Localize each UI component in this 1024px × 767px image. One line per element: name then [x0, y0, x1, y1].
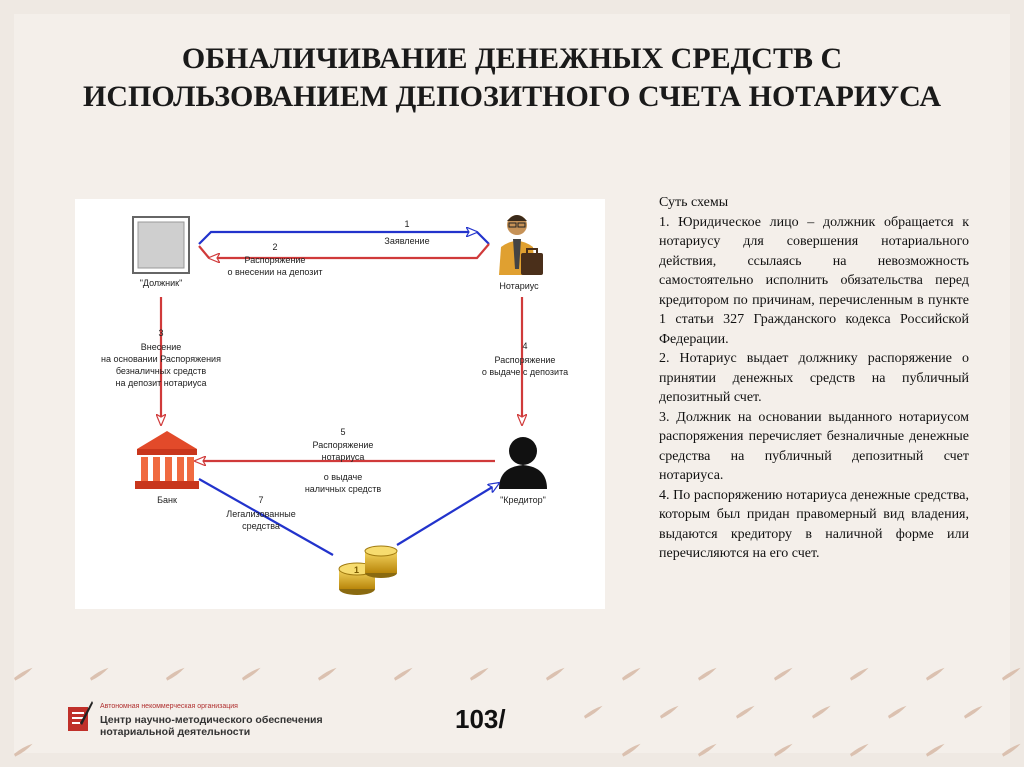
feather-decoration: [964, 705, 983, 719]
node-debtor-label: "Должник": [140, 278, 183, 288]
description-heading: Суть схемы: [659, 195, 729, 210]
bank-icon: [135, 431, 199, 489]
step-5-line4: наличных средств: [305, 484, 382, 494]
step-7-line1: Легализованные: [226, 509, 295, 519]
feather-decoration: [622, 743, 641, 757]
feather-decoration: [660, 705, 679, 719]
description-item-2: 2. Нотариус выдает должнику распоряжение…: [659, 351, 969, 405]
arrow-2: [209, 243, 490, 258]
step-5-line1: Распоряжение: [313, 440, 374, 450]
feather-decoration: [90, 667, 109, 681]
feather-decoration: [850, 667, 869, 681]
debtor-icon: [132, 216, 190, 274]
slide-title: ОБНАЛИЧИВАНИЕ ДЕНЕЖНЫХ СРЕДСТВ С ИСПОЛЬЗ…: [82, 42, 941, 113]
step-4-line2: о выдаче с депозита: [482, 367, 568, 377]
step-5-num: 5: [340, 427, 345, 437]
feather-decoration: [698, 743, 717, 757]
feather-decoration: [698, 667, 717, 681]
feather-decoration: [14, 667, 33, 681]
creditor-icon: [499, 437, 547, 489]
step-3-line1: Внесение: [141, 342, 182, 352]
scheme-description: Суть схемы 1. Юридическое лицо – должник…: [659, 193, 969, 564]
org-name-line2: нотариальной деятельности: [100, 726, 251, 738]
arrow-coins-to-creditor: [396, 483, 499, 546]
page-number: 103/: [455, 704, 506, 734]
feather-decoration: [166, 667, 185, 681]
feather-decoration: [14, 743, 33, 757]
feather-decoration: [1002, 743, 1021, 757]
step-2-num: 2: [272, 242, 277, 252]
arrow-7: [198, 478, 334, 556]
step-5-line2: нотариуса: [322, 452, 365, 462]
step-2-line1: Распоряжение: [245, 255, 306, 265]
org-type: Автономная некоммерческая организация: [100, 703, 238, 710]
org-name: Центр научно-методического обеспечения н…: [100, 714, 340, 738]
node-bank-label: Банк: [157, 495, 177, 505]
feather-decoration: [850, 743, 869, 757]
step-5-line3: о выдаче: [324, 472, 363, 482]
feather-decoration: [584, 705, 603, 719]
step-3-num: 3: [158, 328, 163, 338]
feather-decoration: [546, 667, 565, 681]
feather-decoration: [888, 705, 907, 719]
feather-decoration: [926, 743, 945, 757]
feather-pattern: [14, 667, 1021, 757]
step-7-num: 7: [258, 495, 263, 505]
feather-decoration: [926, 667, 945, 681]
description-item-3: 3. Должник на основании выданного нотари…: [659, 409, 969, 484]
scheme-diagram: "Должник" Нотариус Банк: [75, 199, 605, 609]
description-item-1: 1. Юридическое лицо – должник обращается…: [659, 214, 969, 347]
org-logo-icon: [68, 701, 93, 731]
feather-decoration: [774, 743, 793, 757]
org-name-line1: Центр научно-методического обеспечения: [100, 714, 323, 726]
step-3-line3: безналичных средств: [116, 366, 207, 376]
step-7-line2: средства: [242, 521, 280, 531]
step-2-line2: о внесении на депозит: [227, 267, 322, 277]
step-3-line2: на основании Распоряжения: [101, 354, 221, 364]
feather-decoration: [622, 667, 641, 681]
feather-decoration: [318, 667, 337, 681]
node-notary-label: Нотариус: [499, 281, 539, 291]
svg-text:1: 1: [354, 565, 359, 575]
feather-decoration: [394, 667, 413, 681]
feather-decoration: [1002, 667, 1021, 681]
feather-decoration: [774, 667, 793, 681]
feather-decoration: [812, 705, 831, 719]
scheme-svg: "Должник" Нотариус Банк: [101, 215, 568, 595]
coins-icon: 1: [338, 545, 398, 595]
description-item-4: 4. По распоряжению нотариуса денежные ср…: [659, 487, 969, 562]
feather-decoration: [242, 667, 261, 681]
feather-decoration: [736, 705, 755, 719]
step-4-line1: Распоряжение: [495, 355, 556, 365]
step-4-num: 4: [522, 341, 527, 351]
step-3-line4: на депозит нотариуса: [115, 378, 206, 388]
notary-icon: [499, 215, 543, 275]
feather-decoration: [470, 667, 489, 681]
arrow-1: [198, 232, 477, 245]
step-1-text: Заявление: [384, 236, 429, 246]
node-creditor-label: "Кредитор": [500, 495, 546, 505]
step-1-num: 1: [404, 219, 409, 229]
